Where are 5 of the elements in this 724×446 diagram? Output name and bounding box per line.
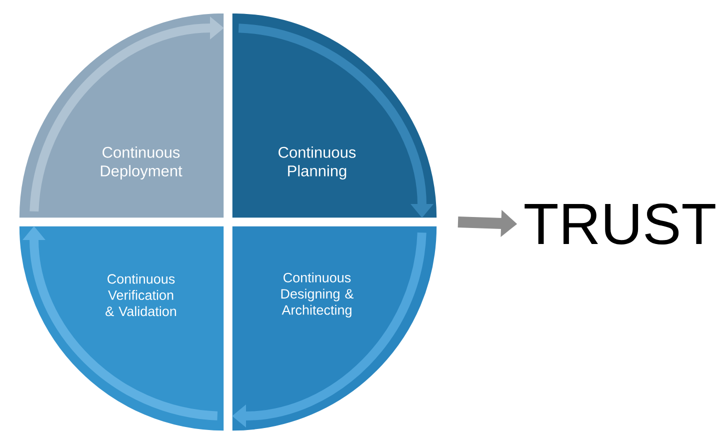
quadrant: Continuous Verification & Validation <box>18 226 224 432</box>
quadrant: Continuous Designing & Architecting <box>232 226 438 432</box>
quadrant: Continuous Planning <box>232 12 438 218</box>
quadrant: Continuous Deployment <box>18 12 224 218</box>
trust-text: TRUST <box>524 203 716 245</box>
